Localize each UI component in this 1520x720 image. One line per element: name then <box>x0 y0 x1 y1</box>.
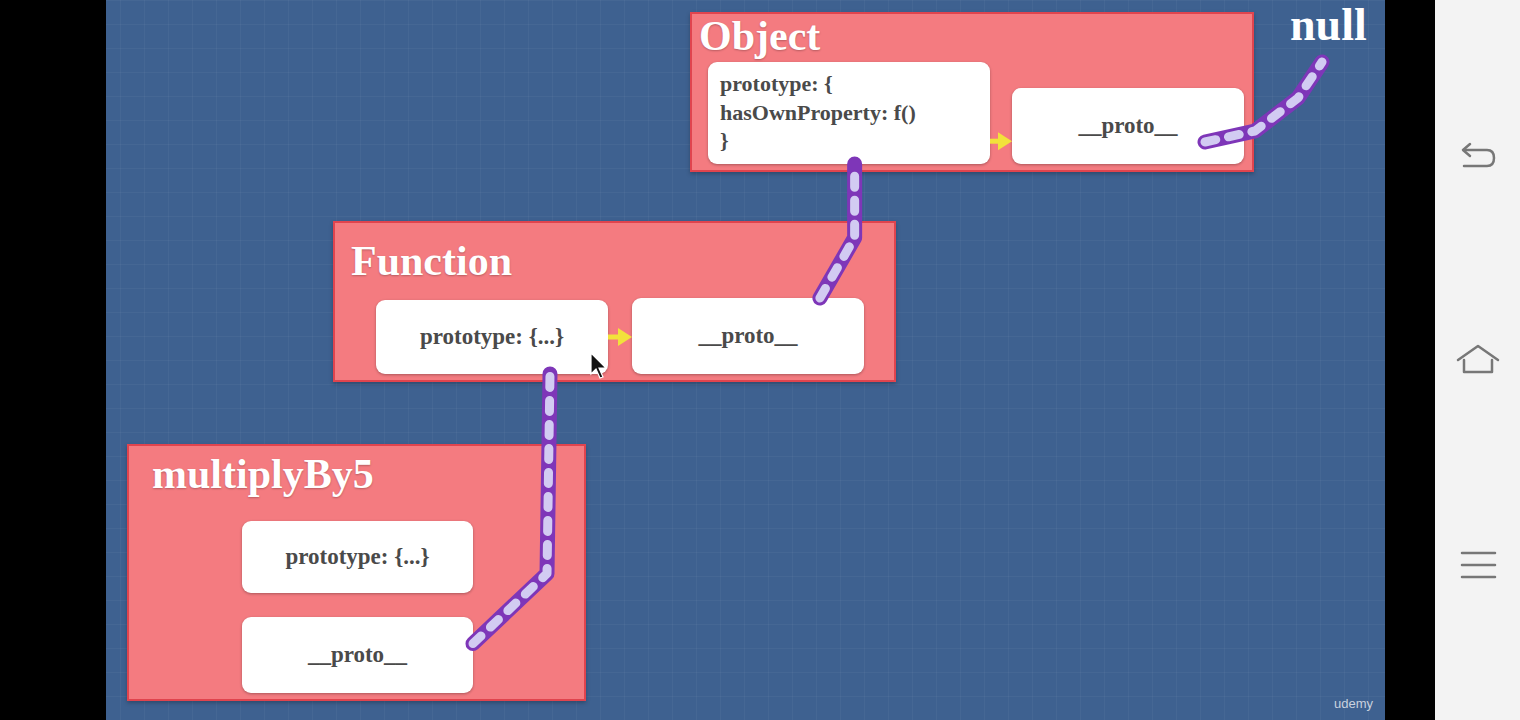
chain-to-null <box>1205 62 1322 142</box>
arrow-shaft <box>990 139 998 144</box>
grid <box>106 0 1385 720</box>
chain-link <box>473 374 550 644</box>
chain-link <box>1205 62 1322 142</box>
home-icon <box>1464 360 1492 372</box>
property-text: __proto__ <box>698 321 797 351</box>
nav-icons <box>1458 144 1498 577</box>
property-text: prototype: {...} <box>285 542 429 572</box>
property-box: prototype: { hasOwnProperty: f() } <box>708 62 990 164</box>
menu-icon <box>1462 553 1495 577</box>
property-box: __proto__ <box>242 617 473 693</box>
object-title: Object <box>699 15 820 57</box>
mouse-cursor <box>591 353 606 378</box>
chain-link <box>473 374 550 644</box>
object-box: Function prototype: {...} __proto__ <box>333 221 896 382</box>
blue-ground <box>106 0 1385 720</box>
prototype-chain <box>820 164 855 298</box>
object-box: Object prototype: { hasOwnProperty: f() }… <box>690 12 1254 172</box>
yellow-arrow <box>608 328 632 346</box>
arrow-head <box>618 328 632 346</box>
back-icon <box>1463 144 1470 156</box>
property-box: __proto__ <box>1012 88 1244 164</box>
property-box: __proto__ <box>632 298 864 374</box>
object-box: multiplyBy5 prototype: {...} __proto__ <box>127 444 586 701</box>
property-text: __proto__ <box>308 640 407 670</box>
property-text: prototype: { hasOwnProperty: f() } <box>720 70 923 156</box>
chain-link <box>820 164 855 298</box>
property-box: prototype: {...} <box>376 300 608 374</box>
back-icon <box>1464 150 1494 166</box>
object-title: Function <box>351 240 512 282</box>
home-icon <box>1458 346 1498 360</box>
arrow-head <box>998 132 1012 150</box>
watermark: udemy <box>1334 697 1373 710</box>
prototype-chain <box>473 374 550 644</box>
chain-link <box>1205 62 1322 142</box>
null-label: null <box>1290 2 1367 48</box>
nav-bar <box>1435 0 1520 720</box>
yellow-arrow <box>990 132 1012 150</box>
property-box: prototype: {...} <box>242 521 473 593</box>
chain-link <box>820 164 855 298</box>
property-text: prototype: {...} <box>420 322 564 352</box>
property-text: __proto__ <box>1078 111 1177 141</box>
arrow-shaft <box>608 335 618 340</box>
object-title: multiplyBy5 <box>152 453 374 495</box>
